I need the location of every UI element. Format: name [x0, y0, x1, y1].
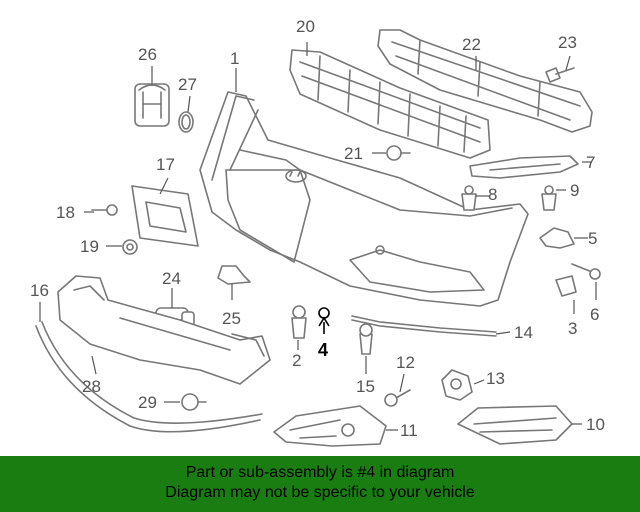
part-clip-2[interactable] — [291, 305, 307, 339]
callout-5: 5 — [588, 229, 597, 248]
callout-15: 15 — [356, 377, 375, 396]
callout-13: 13 — [486, 369, 505, 388]
part-molding-14[interactable] — [351, 315, 497, 337]
part-fog-garnish-left[interactable] — [273, 405, 387, 447]
callout-2: 2 — [292, 351, 301, 370]
callout-14: 14 — [514, 323, 533, 342]
callout-26: 26 — [138, 45, 157, 64]
callout-7: 7 — [586, 153, 595, 172]
banner-line-part-number: Part or sub-assembly is #4 in diagram — [185, 464, 455, 481]
part-emblem[interactable] — [134, 83, 170, 127]
part-emblem-ring[interactable] — [178, 111, 194, 133]
part-lower-lip-cover[interactable] — [57, 275, 271, 385]
callout-19: 19 — [80, 237, 99, 256]
callout-24: 24 — [162, 269, 181, 288]
callout-27: 27 — [178, 75, 197, 94]
banner-line-disclaimer: Diagram may not be specific to your vehi… — [165, 484, 475, 501]
callout-16: 16 — [30, 281, 49, 300]
callout-20: 20 — [296, 17, 315, 36]
callout-23: 23 — [558, 33, 577, 52]
callout-9: 9 — [570, 181, 579, 200]
leader-lines — [39, 42, 597, 431]
part-front-bumper-face[interactable] — [199, 91, 529, 307]
callout-12: 12 — [396, 353, 415, 372]
part-screw-12[interactable] — [384, 389, 411, 407]
part-clip-29[interactable] — [181, 393, 207, 411]
part-side-bracket[interactable] — [469, 155, 579, 179]
part-clip-9[interactable] — [541, 185, 557, 211]
part-clip-19[interactable] — [122, 239, 138, 255]
callout-29: 29 — [138, 393, 157, 412]
info-banner: Part or sub-assembly is #4 in diagram Di… — [0, 456, 640, 512]
callout-17: 17 — [156, 155, 175, 174]
part-bolt-23[interactable] — [545, 67, 575, 83]
callout-18: 18 — [56, 203, 75, 222]
part-fog-bracket[interactable] — [441, 369, 473, 401]
callout-3: 3 — [568, 319, 577, 338]
part-spacer[interactable] — [539, 227, 575, 249]
callout-8: 8 — [488, 185, 497, 204]
part-clip-15[interactable] — [359, 323, 373, 355]
callout-28: 28 — [82, 377, 101, 396]
callout-1: 1 — [230, 49, 239, 68]
part-grille-absorber[interactable] — [289, 49, 491, 159]
callout-4: 4 — [318, 340, 328, 360]
part-screw-6[interactable] — [571, 263, 601, 280]
callout-25: 25 — [222, 309, 241, 328]
callout-22: 22 — [462, 35, 481, 54]
part-clip-8[interactable] — [461, 185, 477, 211]
callout-10: 10 — [586, 415, 605, 434]
part-clip-3[interactable] — [555, 275, 577, 297]
callout-6: 6 — [590, 305, 599, 324]
part-sensor-bracket[interactable] — [217, 265, 251, 285]
part-spoiler-strip[interactable] — [35, 321, 263, 433]
callout-11: 11 — [400, 421, 418, 440]
callout-21: 21 — [344, 144, 363, 163]
parts-diagram: 1 20 22 23 26 27 21 7 8 9 5 17 18 19 24 … — [30, 17, 605, 447]
part-bolt-21[interactable] — [386, 145, 411, 161]
part-bumper-beam[interactable] — [377, 29, 593, 133]
part-screw-18[interactable] — [91, 204, 118, 216]
part-license-bracket[interactable] — [131, 185, 199, 247]
part-fog-garnish-right[interactable] — [457, 405, 573, 445]
